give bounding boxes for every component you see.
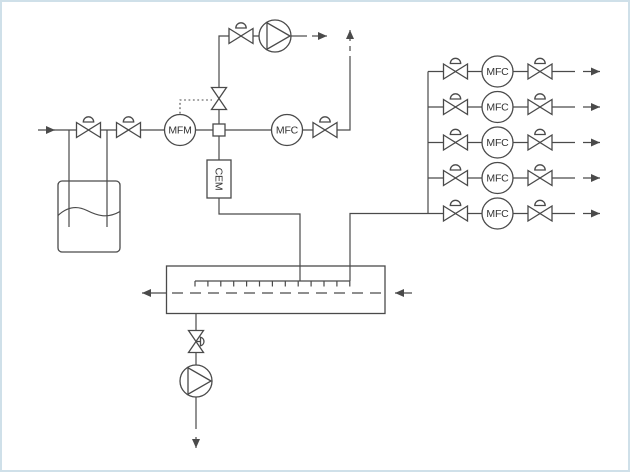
mfc-row-label: MFC xyxy=(486,173,509,185)
pipe-bypass-and-cem-feed xyxy=(218,35,301,281)
mfc-controller xyxy=(481,161,514,195)
liquid-tank xyxy=(57,180,121,253)
bypass-pump-icon xyxy=(258,19,292,53)
manifold-feed-line xyxy=(349,212,428,281)
cem-evaporator: CEM xyxy=(206,159,232,199)
bypass-valve-icon xyxy=(229,23,253,44)
mfm-label: MFM xyxy=(168,125,191,137)
mfc-branch-row-4: MFC xyxy=(428,161,600,195)
branch-outlet-valve-icon xyxy=(528,94,552,115)
branch-inlet-valve-icon xyxy=(444,165,468,186)
mfc-main-label: MFC xyxy=(276,125,299,137)
drain-pump-icon xyxy=(179,364,213,398)
tank-outlet-valve-icon xyxy=(117,117,141,138)
chamber-body xyxy=(165,265,386,315)
mfc-row-label: MFC xyxy=(486,208,509,220)
drain-valve-icon xyxy=(187,329,205,354)
mfc-row-label: MFC xyxy=(486,137,509,149)
branch-inlet-valve-icon xyxy=(444,94,468,115)
mfc-outlet-valve-icon xyxy=(313,117,337,138)
control-valve-icon xyxy=(210,86,228,111)
mfc-branch-row-2: MFC xyxy=(428,90,600,124)
tank-body xyxy=(57,180,121,253)
gas-sparger xyxy=(194,280,351,287)
mfm-flow-meter: MFM xyxy=(163,113,197,147)
mfc-controller xyxy=(481,126,514,159)
branch-outlet-valve-icon xyxy=(528,200,552,221)
inlet-valve-icon xyxy=(77,117,101,138)
mixing-chamber xyxy=(142,265,412,315)
branch-outlet-valve-icon xyxy=(528,129,552,150)
mfm-signal-line xyxy=(179,99,212,114)
mfc-controller xyxy=(481,90,514,124)
branch-inlet-valve-icon xyxy=(444,129,468,150)
mixing-tee-junction xyxy=(212,123,226,137)
mfc-branch-row-1: MFC xyxy=(428,55,600,88)
cem-label: CEM xyxy=(213,168,225,191)
mfc-branch-row-3: MFC xyxy=(428,126,600,159)
mfc-row-label: MFC xyxy=(486,66,509,78)
branch-inlet-valve-icon xyxy=(444,200,468,221)
branch-outlet-valve-icon xyxy=(528,58,552,79)
mfc-branch-row-5: MFC xyxy=(428,197,600,230)
pipe-main xyxy=(38,56,351,131)
mfc-controller-main: MFC xyxy=(270,113,304,147)
branch-outlet-valve-icon xyxy=(528,165,552,186)
mfc-row-label: MFC xyxy=(486,102,509,114)
mfc-controller xyxy=(481,197,514,230)
branch-inlet-valve-icon xyxy=(444,58,468,79)
valve-handle xyxy=(196,336,205,347)
mfc-controller xyxy=(481,55,514,88)
tank-liquid-level xyxy=(57,207,121,217)
